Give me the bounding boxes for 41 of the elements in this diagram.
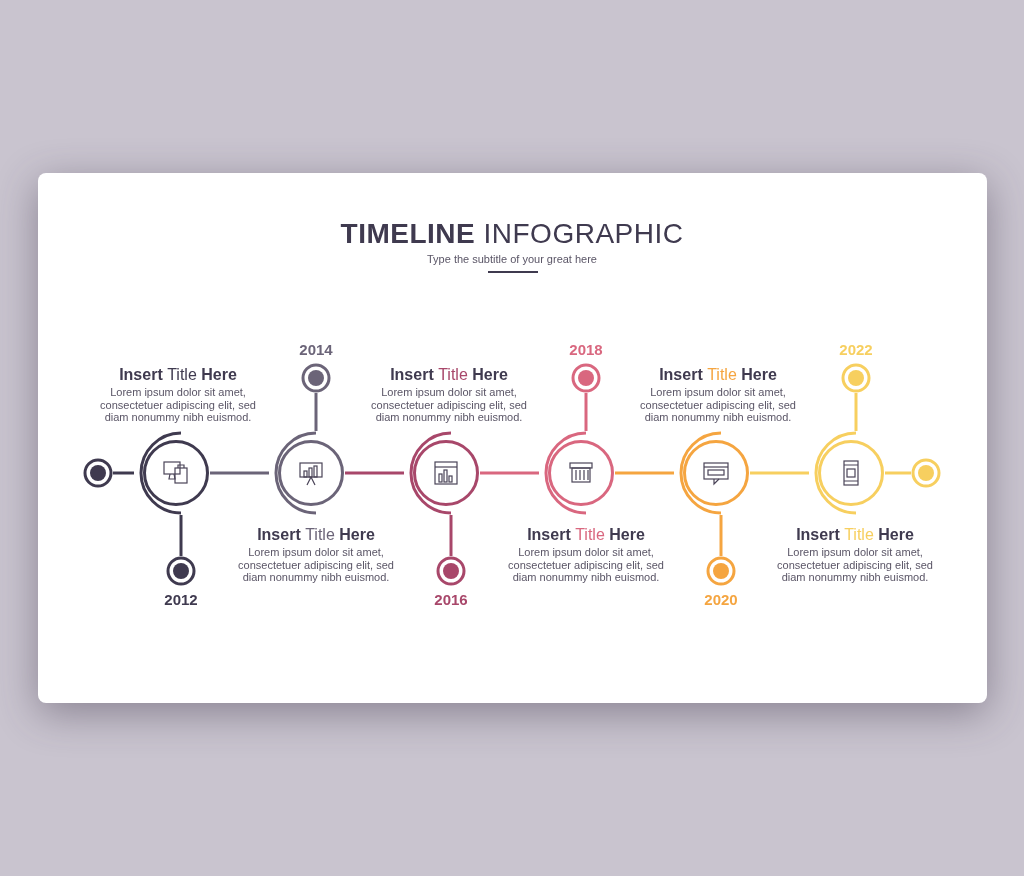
timeline-dot <box>301 363 331 393</box>
timeline-dot <box>436 556 466 586</box>
description-text: Lorem ipsum dolor sit amet, consectetuer adipiscing elit, sed diam nonummy nibh euismod. <box>370 386 528 424</box>
timeline-dot <box>571 363 601 393</box>
item-heading: Insert Title Here <box>256 526 376 544</box>
item-heading: Insert Title Here <box>526 526 646 544</box>
item-heading: Insert Title Here <box>118 366 238 384</box>
item-heading: Insert Title Here <box>658 366 778 384</box>
title: TIMELINE INFOGRAPHIC <box>339 218 685 250</box>
timeline-dot <box>83 458 113 488</box>
connector-line <box>345 471 404 475</box>
description-text: Lorem ipsum dolor sit amet, consectetuer adipiscing elit, sed diam nonummy nibh euismod. <box>99 386 257 424</box>
timeline-dot <box>911 458 941 488</box>
connector-line <box>885 471 911 475</box>
connector-line <box>719 515 723 556</box>
connector-line <box>113 471 134 475</box>
description-text: Lorem ipsum dolor sit amet, consectetuer adipiscing elit, sed diam nonummy nibh euismod. <box>639 386 797 424</box>
timeline-dot <box>841 363 871 393</box>
connector-line <box>210 471 269 475</box>
year-label: 2018 <box>568 341 604 358</box>
timeline-dot <box>166 556 196 586</box>
year-label: 2022 <box>838 341 874 358</box>
connector-line <box>750 471 809 475</box>
description-text: Lorem ipsum dolor sit amet, consectetuer adipiscing elit, sed diam nonummy nibh euismod. <box>507 546 665 584</box>
connector-line <box>314 393 318 431</box>
connector-line <box>854 393 858 431</box>
timeline-dot <box>706 556 736 586</box>
description-text: Lorem ipsum dolor sit amet, consectetuer adipiscing elit, sed diam nonummy nibh euismod. <box>776 546 934 584</box>
item-heading: Insert Title Here <box>389 366 509 384</box>
item-heading: Insert Title Here <box>795 526 915 544</box>
connector-line <box>480 471 539 475</box>
connector-line <box>615 471 674 475</box>
year-label: 2020 <box>703 591 739 608</box>
year-label: 2014 <box>298 341 334 358</box>
year-label: 2016 <box>433 591 469 608</box>
connector-line <box>449 515 453 556</box>
connector-line <box>584 393 588 431</box>
subtitle: Type the subtitle of your great here <box>426 253 598 265</box>
connector-line <box>179 515 183 556</box>
year-label: 2012 <box>163 591 199 608</box>
description-text: Lorem ipsum dolor sit amet, consectetuer adipiscing elit, sed diam nonummy nibh euismod. <box>237 546 395 584</box>
